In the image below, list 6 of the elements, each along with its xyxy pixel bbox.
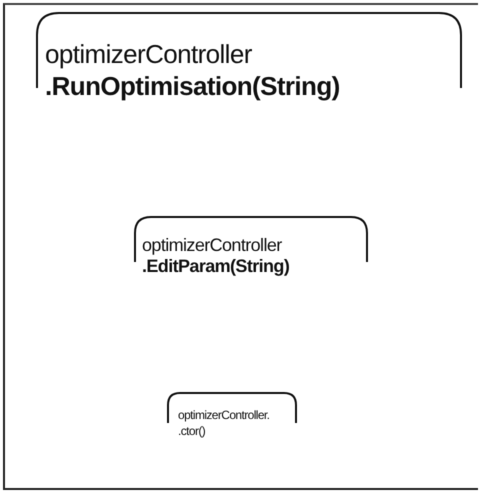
class-name: optimizerController. .ctor() [178,407,270,440]
method-name: .EditParam(String) [142,255,290,278]
class-name: optimizerController [142,234,282,257]
method-name: .RunOptimisation(String) [45,70,340,103]
frame-box [3,3,478,490]
class-name: optimizerController [45,38,252,71]
